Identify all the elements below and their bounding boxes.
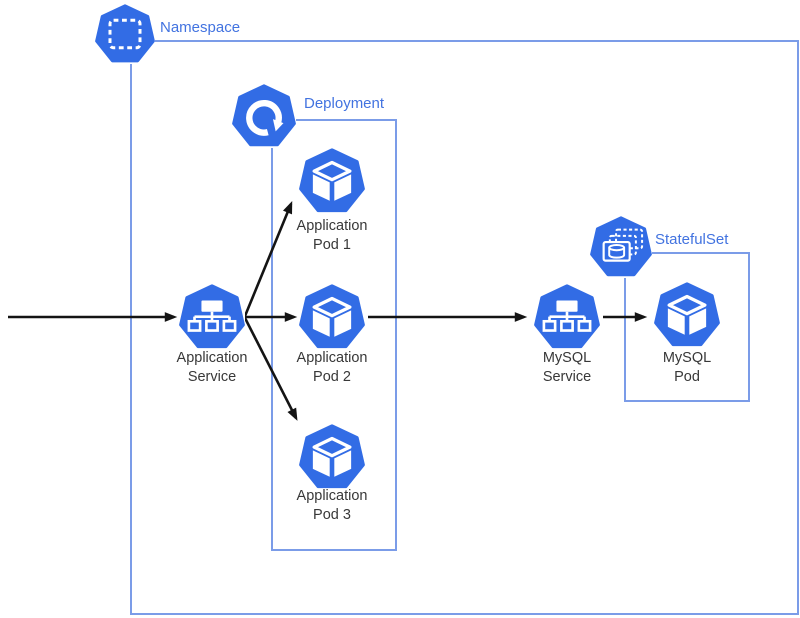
- arrow-app-service-to-app-pod-3: [243, 317, 298, 421]
- deployment-boundary: [271, 119, 397, 551]
- app-pod-1-icon: [299, 148, 365, 214]
- namespace-label: Namespace: [160, 19, 241, 36]
- namespace-boundary: [130, 40, 799, 615]
- mysql-pod-icon: [654, 282, 720, 348]
- app-service-label: Application Service: [176, 350, 248, 385]
- app-pod-3-icon: [299, 424, 365, 490]
- statefulset-icon: [590, 216, 652, 278]
- deployment-label: Deployment: [304, 95, 385, 112]
- app-pod-1-label: Application Pod 1: [296, 218, 368, 253]
- mysql-service-label: MySQL Service: [542, 350, 592, 385]
- statefulset-label: StatefulSet: [655, 231, 729, 248]
- statefulset-boundary: [624, 252, 750, 402]
- mysql-service-icon: [534, 284, 600, 350]
- app-pod-3-label: Application Pod 3: [296, 488, 368, 523]
- deployment-icon: [232, 84, 296, 148]
- mysql-pod-label: MySQL Pod: [662, 350, 712, 385]
- app-pod-2-label: Application Pod 2: [296, 350, 368, 385]
- arrow-app-service-to-app-pod-1: [243, 200, 293, 317]
- app-service-icon: [179, 284, 245, 350]
- namespace-icon: [94, 4, 156, 64]
- app-pod-2-icon: [299, 284, 365, 350]
